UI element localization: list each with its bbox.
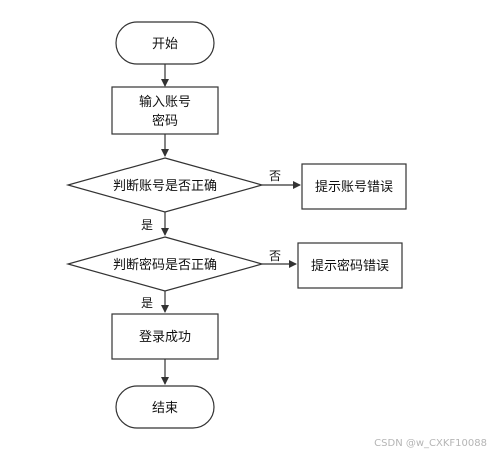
input-label-line1: 输入账号 — [139, 94, 191, 110]
check-password-node: 判断密码是否正确 — [65, 236, 265, 292]
start-label: 开始 — [152, 37, 178, 52]
password-error-label: 提示密码错误 — [311, 258, 389, 274]
check-account-label: 判断账号是否正确 — [113, 179, 217, 194]
account-error-node: 提示账号错误 — [301, 163, 407, 210]
end-node: 结束 — [115, 385, 215, 429]
input-label-line2: 密码 — [152, 113, 178, 129]
account-error-label: 提示账号错误 — [315, 179, 393, 195]
check-account-node: 判断账号是否正确 — [65, 157, 265, 213]
success-label: 登录成功 — [139, 330, 191, 345]
input-node: 输入账号 密码 — [111, 86, 219, 135]
password-yes-label: 是 — [141, 296, 153, 310]
account-no-label: 否 — [269, 169, 281, 183]
watermark: CSDN @w_CXKF10088 — [374, 438, 487, 449]
password-no-label: 否 — [269, 249, 281, 263]
success-node: 登录成功 — [111, 313, 219, 360]
check-password-label: 判断密码是否正确 — [113, 257, 217, 273]
account-yes-label: 是 — [141, 218, 153, 232]
end-label: 结束 — [152, 401, 178, 416]
password-error-node: 提示密码错误 — [297, 242, 403, 289]
start-node: 开始 — [115, 21, 215, 65]
